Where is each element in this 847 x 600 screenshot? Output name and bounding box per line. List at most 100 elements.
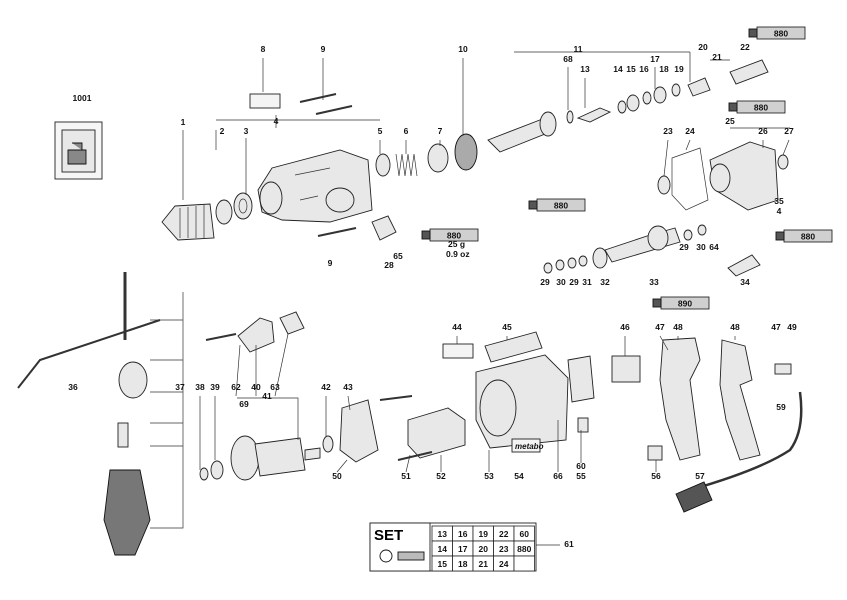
callout-c20: 20: [698, 42, 708, 52]
capacitor-56: [647, 445, 663, 461]
callout-c41: 41: [262, 391, 272, 401]
washer-68: [566, 110, 574, 124]
grease-tube-label: 890: [678, 299, 692, 309]
callout-c47a: 47: [655, 322, 665, 332]
callout-c44: 44: [452, 322, 462, 332]
svg-text:metabo: metabo: [515, 442, 544, 451]
leader-lines: [150, 51, 790, 546]
grease-tube-label: 880: [774, 29, 788, 39]
callout-c55: 55: [576, 471, 586, 481]
ring-27: [777, 154, 789, 170]
set-cell-text: 15: [438, 559, 448, 569]
screws-9: [299, 93, 357, 237]
callout-c1001: 1001: [73, 93, 92, 103]
screws-51: [379, 395, 433, 461]
grease-tube-t880c: 880: [528, 198, 586, 212]
callout-c23: 23: [663, 126, 673, 136]
callout-c4: 4: [274, 116, 279, 126]
callout-c29a: 29: [540, 277, 550, 287]
callout-c10: 10: [458, 44, 468, 54]
cover-45: [484, 331, 543, 363]
set-cell-text: 60: [520, 529, 530, 539]
bearing-18: [653, 86, 667, 104]
callout-c49: 49: [787, 322, 797, 332]
callout-c13: 13: [580, 64, 590, 74]
set-cell-text: 24: [499, 559, 509, 569]
grease-tube-t880d: 880: [421, 228, 479, 242]
gasket-24: [671, 147, 709, 211]
set-cell-text: 16: [458, 529, 468, 539]
power-cable: [689, 391, 803, 492]
grease-tube-t890: 890: [652, 296, 710, 310]
callout-c35: 35: [774, 196, 784, 206]
spring-6: [395, 153, 418, 177]
callout-c26: 26: [758, 126, 768, 136]
inset-1001: [54, 121, 103, 180]
set-cell-text: 22: [499, 529, 509, 539]
plug: [675, 481, 713, 513]
callout-c51: 51: [401, 471, 411, 481]
grease-tube-t880e: 880: [775, 229, 833, 243]
callout-c11: 11: [574, 44, 583, 54]
grease-ounces: 0.9 oz: [446, 249, 470, 259]
set-title: SET: [374, 527, 403, 544]
callout-c45: 45: [502, 322, 512, 332]
intermediate-shaft-33: [604, 225, 681, 263]
callout-c48a: 48: [673, 322, 683, 332]
callout-c57: 57: [695, 471, 705, 481]
washer-icon: [379, 549, 393, 563]
callout-c43: 43: [343, 382, 353, 392]
grease-tube-t880a: 880: [748, 26, 806, 40]
callout-c27: 27: [784, 126, 794, 136]
set-cell-text: 14: [438, 544, 448, 554]
callout-c1: 1: [181, 117, 186, 127]
callout-c5: 5: [378, 126, 383, 136]
callout-c62: 62: [231, 382, 241, 392]
callout-c53: 53: [484, 471, 494, 481]
callout-c9a: 9: [321, 44, 326, 54]
grease-tube-t880b: 880: [728, 100, 786, 114]
callout-c64: 64: [709, 242, 719, 252]
callout-c21: 21: [712, 52, 722, 62]
callout-c40: 40: [251, 382, 261, 392]
callout-c30a: 30: [556, 277, 566, 287]
callout-c29c: 29: [679, 242, 689, 252]
callout-c34: 34: [740, 277, 750, 287]
set-cell-text: 880: [517, 544, 531, 554]
set-cell: [513, 555, 535, 572]
callout-c24: 24: [685, 126, 695, 136]
grease-tube-label: 880: [554, 201, 568, 211]
callout-c18: 18: [659, 64, 669, 74]
motor-housing-53: [475, 354, 569, 449]
callout-c69: 69: [239, 399, 249, 409]
grease-tubes: 880 880 880 880 880 890: [421, 26, 833, 310]
switch-28: [371, 215, 397, 241]
callout-c63: 63: [270, 382, 280, 392]
callout-c22: 22: [740, 42, 750, 52]
callout-c65: 65: [393, 251, 403, 261]
callout-c47b: 47: [771, 322, 781, 332]
grease-tube-label: 880: [801, 232, 815, 242]
shaft-34: [727, 254, 761, 277]
set-cell-text: 19: [479, 529, 489, 539]
set-cell-text: 18: [458, 559, 468, 569]
label-8: [249, 93, 281, 109]
set-cell-text: 13: [438, 529, 448, 539]
ring-2: [215, 199, 233, 225]
set-cell-text: 20: [479, 544, 489, 554]
callout-c15: 15: [626, 64, 636, 74]
chuck-63: [279, 311, 305, 335]
ring-19: [671, 83, 681, 97]
callout-c19: 19: [674, 64, 684, 74]
shaft-13: [576, 107, 612, 123]
callout-c61: 61: [564, 539, 574, 549]
callout-c66: 66: [553, 471, 563, 481]
tube-icon: [397, 551, 425, 561]
clamp-ring: [118, 361, 148, 399]
callout-c17: 17: [650, 54, 660, 64]
callout-c39: 39: [210, 382, 220, 392]
